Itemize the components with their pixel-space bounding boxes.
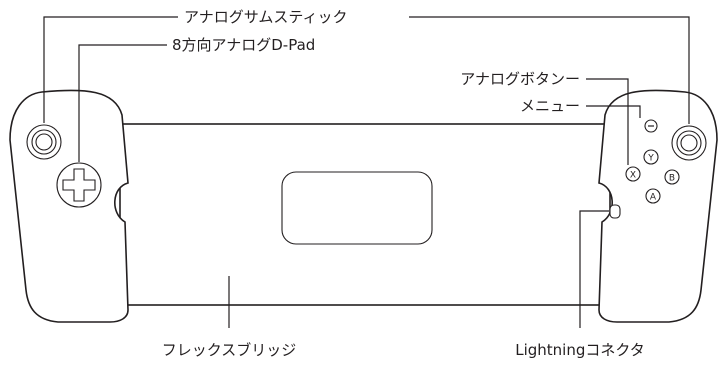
- face-button-a: A: [645, 188, 661, 204]
- dpad: [56, 162, 102, 208]
- thumbstick-callout-right: [409, 16, 690, 124]
- analog-buttons-callout: [586, 78, 629, 165]
- face-button-y: Y: [643, 149, 659, 165]
- menu-callout: [586, 105, 641, 118]
- flex-bridge-label: フレックスブリッジ: [162, 341, 297, 359]
- thumbstick-callout-left: [43, 16, 178, 123]
- face-button-b: B: [664, 169, 680, 185]
- menu-button: [644, 119, 658, 133]
- face-button-b-label: B: [669, 174, 675, 184]
- lightning-callout: [579, 210, 609, 328]
- face-button-x-label: X: [630, 171, 636, 181]
- left-thumbstick: [26, 124, 62, 160]
- thumbstick-label: アナログサムスティック: [184, 8, 348, 26]
- face-button-x: X: [625, 166, 641, 182]
- lightning-connector: [609, 204, 621, 219]
- lightning-label: Lightningコネクタ: [515, 341, 645, 359]
- analog-buttons-label: アナログボタンー: [460, 70, 580, 88]
- dpad-label: 8方向アナログD-Pad: [172, 36, 315, 54]
- left-grip: [9, 89, 129, 323]
- dpad-callout: [78, 44, 167, 162]
- face-button-y-label: Y: [647, 154, 654, 164]
- face-button-a-label: A: [650, 193, 657, 203]
- right-thumbstick: [671, 125, 707, 161]
- center-window: [281, 171, 433, 245]
- menu-label: メニュー: [520, 97, 580, 115]
